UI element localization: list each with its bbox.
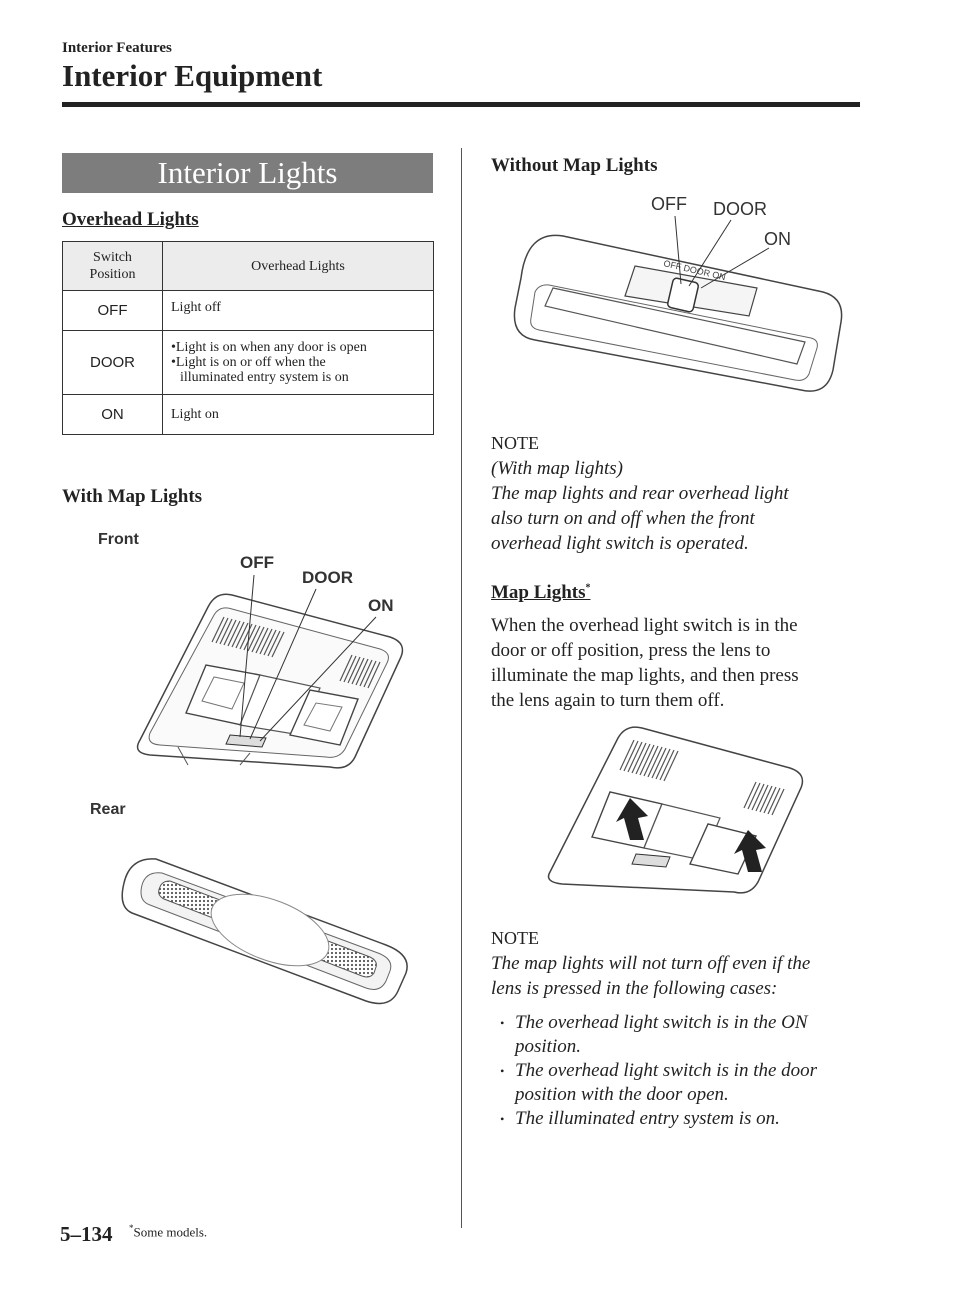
- switch-position-cell: DOOR: [62, 330, 163, 395]
- overhead-lights-table: Switch Position Overhead Lights OFF Ligh…: [62, 241, 434, 435]
- description-line: •Light is on or off when the: [171, 355, 326, 370]
- description-cell: Light off: [162, 290, 434, 331]
- on-label: ON: [764, 229, 791, 249]
- list-item-line: The overhead light switch is in the ON: [515, 1012, 808, 1033]
- map-lights-heading: Map Lights*: [491, 582, 591, 604]
- off-label: OFF: [651, 194, 687, 214]
- description-cell: Light on: [162, 394, 434, 435]
- note-subheading: (With map lights): [491, 458, 623, 479]
- page-number: 5–134: [60, 1222, 113, 1246]
- body-line: illuminate the map lights, and then pres…: [491, 665, 799, 686]
- off-label: OFF: [240, 553, 274, 572]
- body-line: the lens again to turn them off.: [491, 690, 725, 711]
- note-with-map-lights: NOTE (With map lights) The map lights an…: [491, 430, 851, 556]
- front-overhead-light-illustration: Front OFF DOOR ON: [98, 531, 404, 769]
- list-item: The overhead light switch is in the ON p…: [491, 1011, 866, 1059]
- door-label: DOOR: [713, 199, 767, 219]
- rear-overhead-light-illustration: Rear: [90, 801, 408, 1005]
- map-lights-heading-text: Map Lights: [491, 582, 586, 603]
- table-header-cell: Switch Position: [62, 241, 163, 291]
- front-label: Front: [98, 531, 140, 548]
- description-line: Light on: [171, 407, 219, 422]
- table-row: ON Light on: [62, 394, 434, 435]
- rear-label: Rear: [90, 801, 126, 818]
- overhead-lights-heading: Overhead Lights: [62, 209, 199, 230]
- header-line: Switch: [93, 250, 132, 265]
- with-map-lights-heading: With Map Lights: [62, 486, 203, 507]
- description-cell: •Light is on when any door is open •Ligh…: [162, 330, 434, 395]
- column-divider: [461, 148, 462, 1228]
- note-heading: NOTE: [491, 928, 539, 948]
- page-title: Interior Equipment: [62, 58, 323, 93]
- note-line: lens is pressed in the following cases:: [491, 978, 778, 999]
- overhead-light-without-map-illustration: OFF DOOR ON OFF DOOR ON: [513, 194, 843, 392]
- door-label: DOOR: [302, 568, 353, 587]
- note-line: The map lights and rear overhead light: [491, 483, 789, 504]
- body-line: When the overhead light switch is in the: [491, 615, 798, 636]
- list-item-line: position with the door open.: [515, 1084, 729, 1105]
- description-line: illuminated entry system is on: [180, 370, 349, 385]
- description-line: Light off: [171, 300, 221, 315]
- some-models-mark: *: [585, 582, 591, 594]
- list-item-line: position.: [515, 1036, 581, 1057]
- header-line: Position: [89, 267, 136, 282]
- footnote: *Some models.: [129, 1223, 207, 1240]
- description-line: •Light is on when any door is open: [171, 340, 367, 355]
- note-line: also turn on and off when the front: [491, 508, 755, 529]
- list-item: The overhead light switch is in the door…: [491, 1059, 866, 1107]
- switch-position-cell: ON: [62, 394, 163, 435]
- note-condition-list: The overhead light switch is in the ON p…: [491, 1011, 866, 1131]
- table-header-row: Switch Position Overhead Lights: [62, 241, 434, 291]
- table-row: OFF Light off: [62, 290, 434, 331]
- footnote-text: Some models.: [133, 1224, 208, 1240]
- section-banner: Interior Lights: [62, 153, 433, 193]
- body-line: door or off position, press the lens to: [491, 640, 771, 661]
- list-item-line: The overhead light switch is in the door: [515, 1060, 818, 1081]
- map-lights-instructions: When the overhead light switch is in the…: [491, 613, 861, 713]
- table-header-cell: Overhead Lights: [162, 241, 434, 291]
- note-line: The map lights will not turn off even if…: [491, 953, 811, 974]
- note-heading: NOTE: [491, 433, 539, 453]
- switch-position-cell: OFF: [62, 290, 163, 331]
- heading-rule: [62, 102, 860, 107]
- note-map-lights-conditions: NOTE The map lights will not turn off ev…: [491, 925, 866, 1131]
- note-line: overhead light switch is operated.: [491, 533, 749, 554]
- list-item-line: The illuminated entry system is on.: [515, 1108, 780, 1129]
- on-label: ON: [368, 596, 394, 615]
- list-item: The illuminated entry system is on.: [491, 1107, 866, 1131]
- map-lights-press-illustration: [547, 726, 804, 894]
- section-label: Interior Features: [62, 40, 172, 56]
- table-row: DOOR •Light is on when any door is open …: [62, 330, 434, 395]
- without-map-lights-heading: Without Map Lights: [491, 155, 658, 176]
- footnote-mark: *: [129, 1223, 134, 1233]
